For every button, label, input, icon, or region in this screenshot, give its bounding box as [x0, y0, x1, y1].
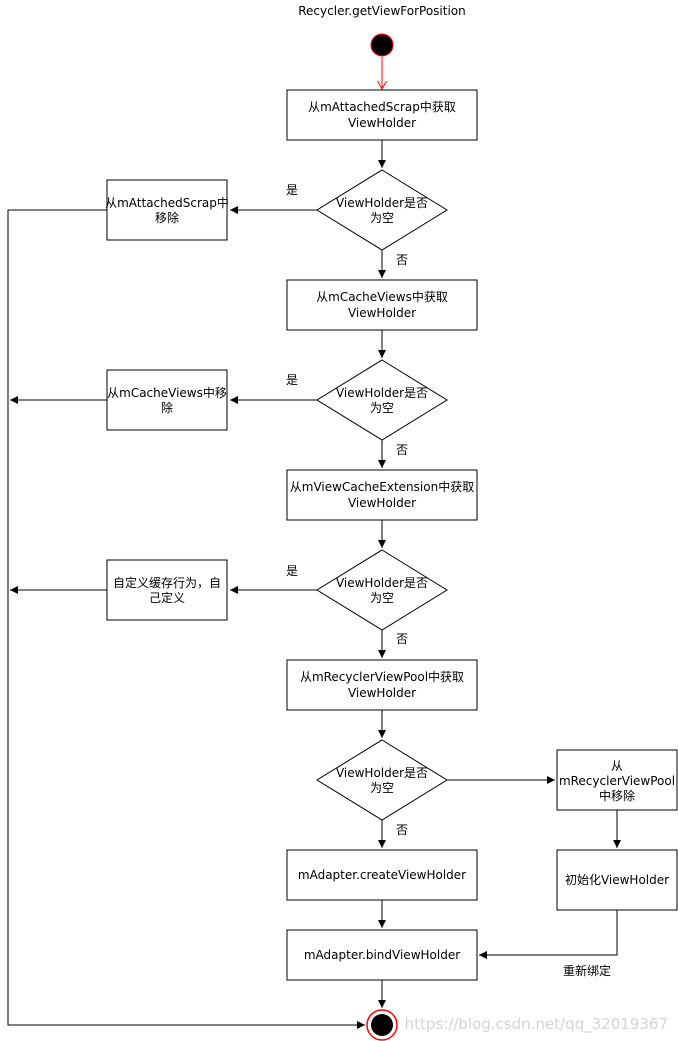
step-remove-attached-scrap-line1: 从mAttachedScrap中: [105, 195, 229, 210]
step-custom-cache-line1: 自定义缓存行为，自: [113, 575, 221, 590]
step-get-attached-scrap-line2: ViewHolder: [348, 116, 416, 130]
edge-label-no3: 否: [396, 632, 408, 646]
decision-check1-line2: 为空: [370, 211, 394, 225]
end-node: [366, 1009, 398, 1041]
step-remove-cache-views-line1: 从mCacheViews中移: [107, 385, 227, 400]
step-get-cache-views-line1: 从mCacheViews中获取: [316, 289, 448, 304]
edge-label-no4: 否: [396, 823, 408, 837]
decision-check2-line2: 为空: [370, 401, 394, 415]
watermark-text: https://blog.csdn.net/qq_32019367: [405, 1015, 668, 1034]
step-bind-view-holder: mAdapter.bindViewHolder: [286, 929, 478, 981]
decision-check3-line1: ViewHolder是否: [336, 576, 428, 590]
edge-label-no2: 否: [396, 443, 408, 457]
decision-check1: ViewHolder是否 为空: [316, 169, 448, 251]
edge-label-yes3: 是: [286, 564, 298, 578]
step-remove-recycler-view-pool: 从 mRecyclerViewPool 中移除: [556, 749, 678, 811]
step-remove-recycler-view-pool-line2: mRecyclerViewPool: [559, 774, 675, 788]
step-create-view-holder-label: mAdapter.createViewHolder: [298, 868, 466, 882]
step-bind-view-holder-label: mAdapter.bindViewHolder: [304, 948, 460, 962]
decision-check2: ViewHolder是否 为空: [316, 359, 448, 441]
step-get-recycler-view-pool-line2: ViewHolder: [348, 686, 416, 700]
start-node: [370, 33, 394, 57]
step-remove-attached-scrap: 从mAttachedScrap中 移除: [105, 179, 229, 241]
step-init-view-holder-label: 初始化ViewHolder: [565, 873, 669, 887]
step-get-recycler-view-pool-line1: 从mRecyclerViewPool中获取: [300, 669, 464, 684]
edge-remove-attached-to-end: [7, 209, 365, 1029]
step-remove-recycler-view-pool-line3: 中移除: [599, 788, 635, 803]
step-get-cache-views-line2: ViewHolder: [348, 306, 416, 320]
step-get-view-cache-extension-line2: ViewHolder: [348, 496, 416, 510]
step-get-view-cache-extension: 从mViewCacheExtension中获取 ViewHolder: [286, 469, 478, 521]
step-custom-cache-line2: 己定义: [149, 590, 185, 605]
decision-check3: ViewHolder是否 为空: [316, 549, 448, 631]
step-remove-recycler-view-pool-line1: 从: [611, 759, 623, 773]
decision-check4: ViewHolder是否 为空: [316, 739, 448, 821]
step-get-attached-scrap: 从mAttachedScrap中获取 ViewHolder: [286, 89, 478, 141]
step-get-recycler-view-pool: 从mRecyclerViewPool中获取 ViewHolder: [286, 659, 478, 711]
decision-check1-line1: ViewHolder是否: [336, 196, 428, 210]
edge-label-rebind: 重新绑定: [563, 963, 611, 978]
edge-label-yes1: 是: [286, 183, 298, 197]
edge-label-no1: 否: [396, 253, 408, 267]
step-remove-cache-views: 从mCacheViews中移 除: [106, 369, 228, 431]
decision-check4-line1: ViewHolder是否: [336, 766, 428, 780]
decision-check2-line1: ViewHolder是否: [336, 386, 428, 400]
step-init-view-holder: 初始化ViewHolder: [556, 849, 678, 911]
edges: [7, 140, 621, 1029]
step-custom-cache: 自定义缓存行为，自 己定义: [106, 559, 228, 621]
decision-check3-line2: 为空: [370, 591, 394, 605]
step-remove-cache-views-line2: 除: [161, 400, 173, 415]
step-get-cache-views: 从mCacheViews中获取 ViewHolder: [286, 279, 478, 331]
step-get-attached-scrap-line1: 从mAttachedScrap中获取: [308, 99, 456, 114]
step-create-view-holder: mAdapter.createViewHolder: [286, 849, 478, 901]
decision-check4-line2: 为空: [370, 781, 394, 795]
diagram-title: Recycler.getViewForPosition: [298, 4, 466, 18]
edge-init-to-bind: [479, 910, 618, 959]
step-remove-attached-scrap-line2: 移除: [155, 210, 179, 225]
step-get-view-cache-extension-line1: 从mViewCacheExtension中获取: [290, 479, 474, 494]
edge-label-yes2: 是: [286, 373, 298, 387]
